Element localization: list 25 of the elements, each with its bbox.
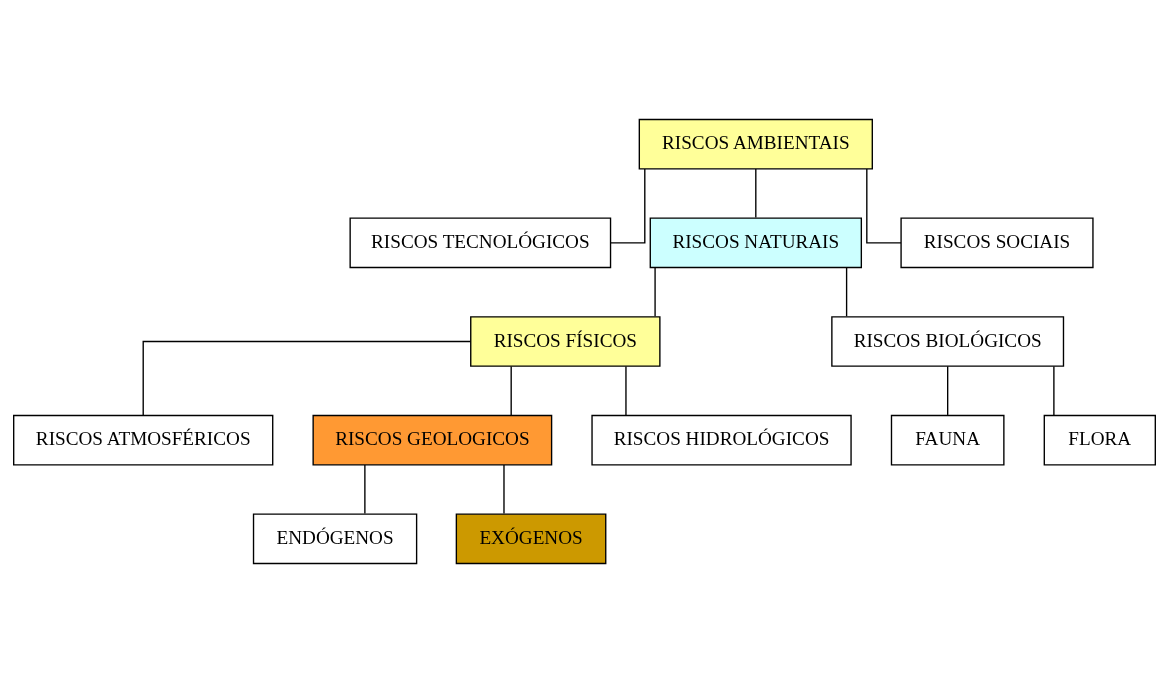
connector [1053,365,1055,416]
node-box: RISCOS ATMOSFÉRICOS [13,414,274,466]
node-box: ENDÓGENOS [252,513,418,564]
node-box: RISCOS TECNOLÓGICOS [349,216,612,268]
node-box: FLORA [1043,414,1156,466]
connector [610,167,646,243]
node-box: RISCOS GEOLOGICOS [312,414,553,466]
connector [866,167,902,243]
node-box: FAUNA [890,414,1005,466]
node-box: RISCOS HIDROLÓGICOS [591,414,852,466]
connector [625,365,627,416]
connector [510,365,512,416]
connector [142,340,472,416]
connector [845,266,848,317]
node-box: EXÓGENOS [455,513,607,564]
connector [503,463,505,514]
node-box: RISCOS AMBIENTAIS [638,118,873,169]
node-box: RISCOS SOCIAIS [900,216,1094,268]
connector [755,167,757,218]
connector [947,365,949,416]
connector [654,266,656,317]
connector [364,463,366,514]
node-box: RISCOS NATURAIS [649,216,863,268]
node-box: RISCOS FÍSICOS [470,315,661,367]
node-box: RISCOS BIOLÓGICOS [831,315,1065,367]
